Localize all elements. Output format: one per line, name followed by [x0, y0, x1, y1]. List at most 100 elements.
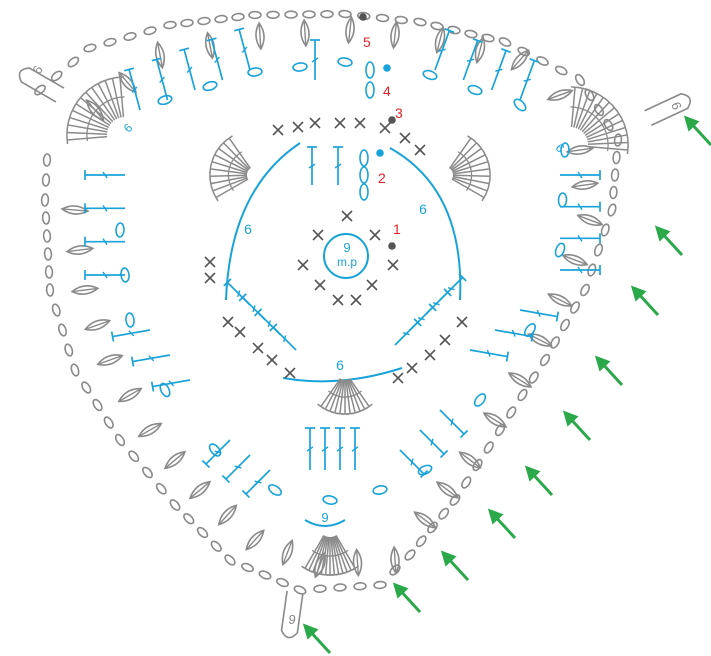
- x-stitch: [285, 368, 295, 378]
- chain-stitch: [376, 14, 389, 22]
- x-stitch: [342, 211, 352, 221]
- x-stitch: [223, 317, 233, 327]
- leaf-stitch: [572, 179, 599, 191]
- chain-stitch: [123, 32, 136, 42]
- chain-count-bottom-outer: 9: [321, 510, 328, 525]
- chain-stitch: [613, 151, 621, 164]
- round-number-2: 2: [378, 170, 386, 186]
- leaf-stitch: [482, 410, 508, 431]
- dc-stitch: [85, 203, 125, 213]
- leaf-stitch: [187, 479, 212, 502]
- slip-stitch-dot: [383, 64, 391, 72]
- blue-chain-stitch: [512, 97, 528, 113]
- chain-stitch: [42, 212, 49, 224]
- chain-count-bottom: 6: [336, 357, 344, 373]
- chain-stitch: [46, 284, 53, 296]
- chain-count-top-right: 6: [419, 201, 427, 217]
- x-stitch: [407, 363, 417, 373]
- dc-stitch: [132, 350, 171, 366]
- chain-count-top-left: 6: [244, 221, 252, 237]
- green-arrow-icon: [530, 471, 552, 495]
- corner-loop-bottom-label: 9: [287, 611, 297, 627]
- dc-stitch: [335, 428, 345, 470]
- x-stitch: [273, 125, 283, 135]
- chain-stitch: [155, 482, 168, 496]
- chain-stitch: [164, 21, 177, 29]
- chain-stitch: [45, 266, 52, 278]
- chain-stitch: [569, 301, 581, 315]
- leaf-stitch: [96, 352, 123, 368]
- x-stitch: [205, 273, 215, 283]
- chain-stitch: [232, 13, 245, 21]
- x-stitch: [310, 118, 320, 128]
- chain-stitch: [483, 441, 495, 455]
- x-stitch: [393, 373, 403, 383]
- direction-arrows: [308, 121, 711, 653]
- x-stitch: [457, 317, 467, 327]
- dc-stitch: [222, 451, 253, 482]
- round-number-4: 4: [383, 83, 391, 99]
- chain-stitch: [91, 398, 103, 412]
- leaf-stitch: [162, 449, 187, 472]
- chain-stitch: [528, 371, 540, 385]
- chain-stitch: [276, 577, 290, 588]
- x-stitch: [235, 327, 245, 337]
- dc-stitch: [124, 68, 145, 111]
- x-stitch: [440, 335, 450, 345]
- chain-stitch: [64, 343, 74, 356]
- leaf-stitch: [345, 17, 356, 44]
- x-stitch: [267, 355, 277, 365]
- chain-stitch: [460, 476, 472, 490]
- chain-stitch: [42, 174, 49, 186]
- chain-stitch: [83, 43, 96, 53]
- chain-stitch: [285, 11, 297, 18]
- chain-stitch: [169, 498, 182, 512]
- chain-stitch: [80, 381, 92, 395]
- chain-stitch: [559, 318, 571, 332]
- chain-stitch: [51, 303, 61, 316]
- blue-corner-mark-left: 6: [121, 120, 136, 135]
- dc-stitch: [350, 428, 360, 470]
- chain-stitch: [611, 169, 619, 182]
- chain-stitch: [293, 585, 307, 596]
- chain-stitch: [223, 553, 236, 566]
- chain-stitch: [181, 19, 194, 27]
- round-number-labels: 1 2 3 4 5: [363, 34, 403, 237]
- single-crochet-stitches: [205, 118, 467, 383]
- chain-stitch: [114, 433, 126, 447]
- blue-chain-stitch: [360, 150, 368, 166]
- dc-stitch: [469, 345, 508, 361]
- dc-stitch: [430, 29, 454, 72]
- chain-stitch: [103, 416, 115, 430]
- blue-chain-stitch: [207, 442, 222, 458]
- dc-stitch: [416, 426, 447, 457]
- dc-stitch: [85, 170, 125, 180]
- blue-chain-stitch: [473, 392, 488, 408]
- leaf-stitch: [154, 41, 167, 68]
- green-arrow-icon: [493, 514, 515, 538]
- blue-chain-stitch: [202, 80, 218, 92]
- dc-stitch: [85, 237, 125, 247]
- chain-stitch: [464, 29, 477, 38]
- chain-stitch: [210, 540, 223, 553]
- x-stitch: [370, 230, 380, 240]
- chain-stitch: [67, 56, 81, 69]
- leaf-stitch: [72, 284, 99, 295]
- dc-stitch: [333, 147, 343, 185]
- ring-count: 9: [343, 240, 350, 255]
- chain-stitch: [498, 36, 512, 47]
- round-number-5: 5: [363, 34, 371, 50]
- leaf-stitch: [67, 244, 94, 255]
- dc-stitch: [152, 375, 191, 391]
- chain-count-labels: 6 6 6 9 6 6: [121, 120, 568, 525]
- chain-stitch: [505, 406, 517, 420]
- chain-stitch: [415, 534, 428, 548]
- leaf-stitch: [353, 549, 363, 575]
- grey-tall-stitches: [67, 77, 628, 575]
- x-stitch: [380, 123, 390, 133]
- x-stitch: [253, 343, 263, 353]
- chain-stitch: [127, 449, 140, 463]
- x-stitch: [313, 230, 323, 240]
- chain-stitch: [198, 17, 211, 25]
